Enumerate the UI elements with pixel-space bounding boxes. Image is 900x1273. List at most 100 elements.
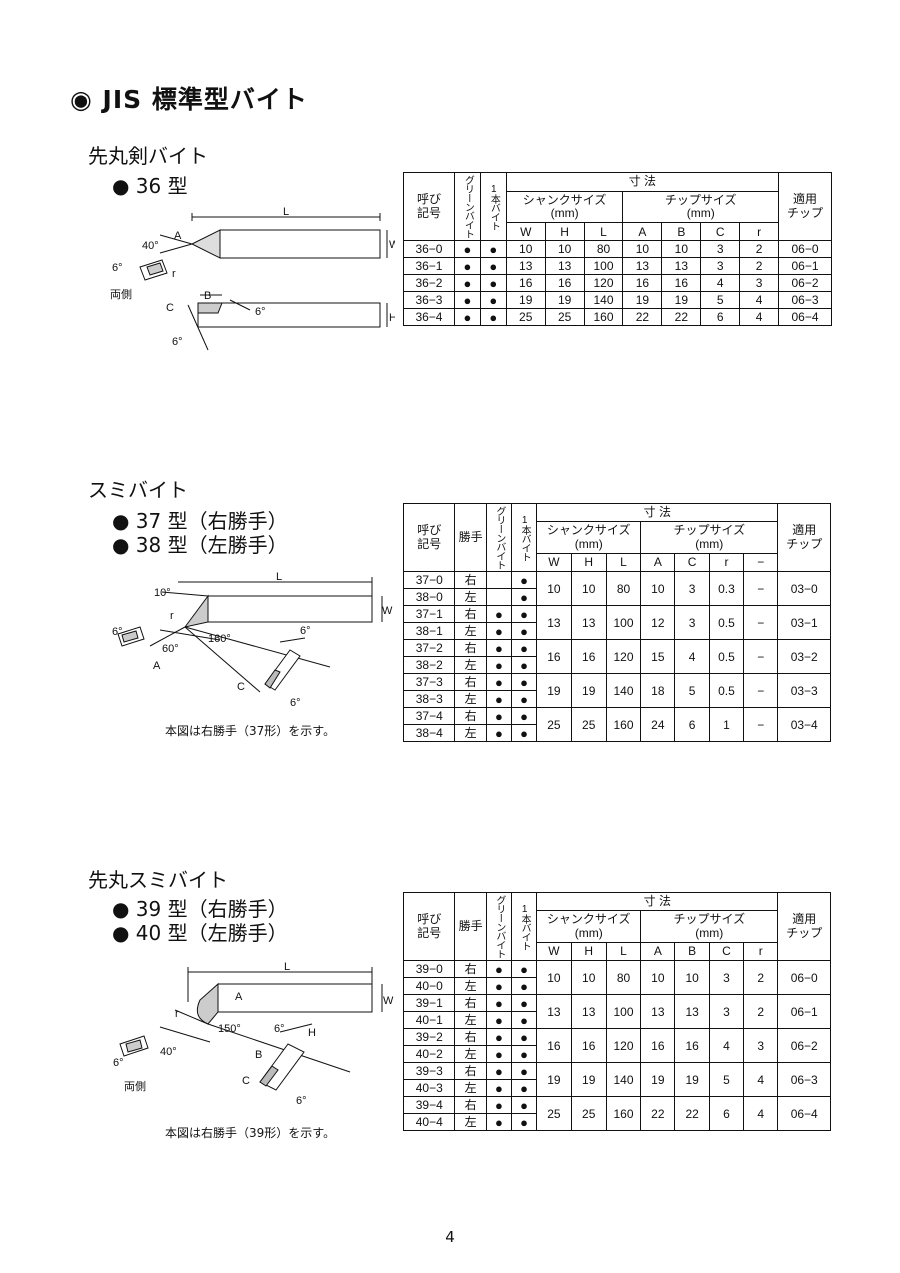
row-code: 36−1 — [403, 257, 455, 275]
row-hand: 右 — [454, 673, 487, 691]
col-L: L — [583, 222, 624, 241]
row-hand: 左 — [454, 588, 487, 606]
dim-cell: 19 — [544, 291, 585, 309]
dim-cell: 4 — [708, 1028, 745, 1063]
single-mark: ● — [479, 274, 507, 292]
dim-cell: 19 — [661, 291, 702, 309]
green-mark: ● — [485, 1045, 512, 1063]
chip-cell: 06−3 — [777, 1062, 831, 1097]
single-mark: ● — [510, 622, 538, 640]
hdr-shank: シャンクサイズ (mm) — [536, 521, 642, 554]
row-hand: 右 — [454, 960, 487, 978]
fig37-L: L — [276, 572, 282, 583]
dim-cell: 5 — [708, 1062, 745, 1097]
dim-cell: 13 — [570, 994, 607, 1029]
chip-cell: 03−1 — [777, 605, 831, 640]
hdr-dims: 寸 法 — [536, 891, 779, 912]
fig37-angle60: 60° — [162, 643, 179, 655]
col-r: r — [708, 552, 745, 573]
caption-39: 本図は右勝手（39形）を示す。 — [165, 1126, 336, 1140]
dim-cell: 10 — [640, 571, 676, 606]
row-code: 37−0 — [402, 571, 456, 589]
col-W: W — [536, 941, 572, 962]
col-B: B — [674, 941, 710, 962]
chip-cell: 06−4 — [778, 308, 832, 326]
section-title-36: 先丸剣バイト — [88, 144, 208, 168]
dim-cell: 16 — [570, 1028, 607, 1063]
row-hand: 左 — [454, 977, 487, 995]
dim-cell: 19 — [536, 673, 572, 708]
dim-cell: − — [743, 571, 779, 606]
fig36-B: B — [204, 290, 211, 302]
hdr-chip: チップサイズ (mm) — [622, 190, 780, 224]
tool-diagram-39: L W A r 40° 150° 6° 両側 6° H B C 6° — [113, 962, 394, 1107]
single-mark: ● — [510, 1045, 538, 1063]
dim-cell: 12 — [640, 605, 676, 640]
row-code: 36−4 — [403, 308, 455, 326]
row-code: 39−3 — [402, 1062, 456, 1080]
hdr-hand: 勝手 — [454, 503, 487, 572]
fig39-B: B — [255, 1049, 262, 1061]
dim-cell: 120 — [583, 274, 624, 292]
row-hand: 右 — [454, 639, 487, 657]
dim-cell: 22 — [674, 1096, 710, 1131]
single-mark: ● — [510, 977, 538, 995]
row-hand: 左 — [454, 622, 487, 640]
fig37-angle6a: 6° — [112, 626, 123, 638]
dim-cell: 22 — [622, 308, 663, 326]
dim-cell: 1 — [708, 707, 745, 742]
dim-cell: 0.5 — [708, 673, 745, 708]
dim-cell: 25 — [570, 1096, 607, 1131]
green-mark: ● — [485, 1096, 512, 1114]
row-code: 39−1 — [402, 994, 456, 1012]
dim-cell: 16 — [674, 1028, 710, 1063]
col-r: r — [743, 941, 779, 962]
dim-cell: 16 — [570, 639, 607, 674]
dim-cell: 19 — [622, 291, 663, 309]
hdr-single: 1本バイト — [479, 172, 507, 241]
green-mark: ● — [485, 960, 512, 978]
hdr-dims: 寸 法 — [536, 502, 779, 523]
dim-cell: 4 — [743, 1096, 779, 1131]
chip-cell: 06−0 — [777, 960, 831, 995]
col-A: A — [640, 941, 676, 962]
row-code: 39−0 — [402, 960, 456, 978]
row-code: 38−4 — [402, 724, 456, 742]
dim-cell: 19 — [570, 673, 607, 708]
chip-cell: 06−4 — [777, 1096, 831, 1131]
hdr-shank: シャンクサイズ (mm) — [536, 910, 642, 943]
fig39-C: C — [242, 1075, 250, 1087]
dim-cell: 5 — [674, 673, 710, 708]
hdr-chip: チップサイズ (mm) — [640, 521, 779, 554]
dim-cell: 4 — [700, 274, 741, 292]
green-mark: ● — [453, 257, 481, 275]
dim-cell: 16 — [536, 639, 572, 674]
row-hand: 右 — [454, 1096, 487, 1114]
single-mark: ● — [479, 308, 507, 326]
hdr-chip-apply: 適用 チップ — [777, 892, 831, 961]
dim-cell: 3 — [708, 994, 745, 1029]
hdr-dims: 寸 法 — [505, 172, 780, 192]
single-mark: ● — [510, 571, 538, 589]
col-C: C — [700, 222, 741, 241]
col-r: r — [739, 222, 780, 241]
dim-cell: 13 — [622, 257, 663, 275]
dim-cell: 16 — [544, 274, 585, 292]
type-label-36: ● 36 型 — [112, 174, 188, 198]
dim-cell: 100 — [583, 257, 624, 275]
dim-cell: 10 — [505, 240, 546, 258]
green-mark: ● — [485, 707, 512, 725]
green-mark: ● — [453, 240, 481, 258]
single-mark: ● — [510, 639, 538, 657]
fig36-both: 両側 — [110, 288, 132, 301]
dim-cell: 3 — [743, 1028, 779, 1063]
dim-cell: 10 — [570, 960, 607, 995]
dim-cell: 15 — [640, 639, 676, 674]
